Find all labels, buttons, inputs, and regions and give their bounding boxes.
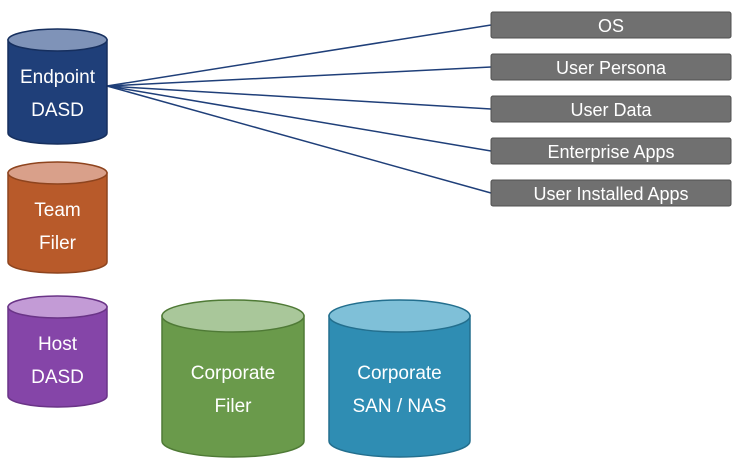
data-box-user-persona[interactable]: User Persona [490,53,732,81]
connector-user-installed-apps [106,85,492,194]
cylinder-label-line2: DASD [31,100,84,121]
cylinder-top [328,299,471,333]
cylinder-body [7,172,108,274]
data-box-enterprise-apps[interactable]: Enterprise Apps [490,137,732,165]
data-box-rect [490,53,732,81]
cylinder-body [7,306,108,408]
data-box-label: User Persona [556,58,667,78]
cylinder-top [7,161,108,185]
cylinder-label-line2: Filer [39,233,77,254]
data-box-rect [490,179,732,207]
connector-lines [106,24,492,194]
cylinder-label-line1: Endpoint [20,67,96,88]
cylinder-label-line1: Host [38,334,78,355]
connector-user-data [106,85,492,110]
data-box-os[interactable]: OS [490,11,732,39]
cylinder-host-dasd[interactable]: Host DASD [7,295,108,408]
cylinder-corporate-filer[interactable]: Corporate Filer [161,299,305,458]
data-box-user-installed-apps[interactable]: User Installed Apps [490,179,732,207]
connector-os [106,24,492,87]
data-box-label: User Installed Apps [533,184,688,204]
data-box-user-data[interactable]: User Data [490,95,732,123]
cylinder-body [328,315,471,458]
cylinder-top [7,295,108,319]
data-boxes: OS User Persona User Data Enterprise App… [490,11,732,207]
cylinder-label-line1: Corporate [357,363,442,384]
cylinder-label-line1: Corporate [191,363,276,384]
cylinder-team-filer[interactable]: Team Filer [7,161,108,274]
cylinder-label-line2: Filer [215,396,253,417]
data-box-label: User Data [570,100,652,120]
cylinder-label-line2: DASD [31,367,84,388]
cylinder-corporate-san-nas[interactable]: Corporate SAN / NAS [328,299,471,458]
cylinder-endpoint-dasd[interactable]: Endpoint DASD [7,28,108,145]
cylinder-top [161,299,305,333]
cylinder-top [7,28,108,52]
data-box-label: OS [598,16,624,36]
cylinder-label-line2: SAN / NAS [353,396,447,417]
connector-user-persona [106,66,492,87]
data-box-rect [490,95,732,123]
data-box-rect [490,11,732,39]
connector-enterprise-apps [106,85,492,152]
data-box-rect [490,137,732,165]
cylinder-body [161,315,305,458]
data-box-label: Enterprise Apps [547,142,674,162]
cylinder-label-line1: Team [34,200,80,221]
cylinder-body [7,39,108,145]
